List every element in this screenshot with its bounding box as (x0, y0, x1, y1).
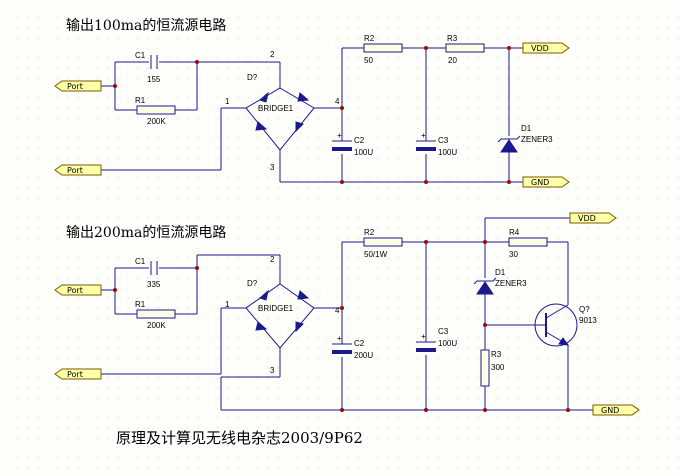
capacitor-c2: + C2 100U (332, 131, 373, 157)
bridge-pin-1: 1 (225, 97, 230, 106)
bridge-ref: D? (247, 73, 258, 82)
capacitor-c3: + C3 100U (416, 327, 457, 352)
bridge-value: BRIDGE1 (258, 104, 294, 113)
resistor-r1: R1 200K (135, 300, 176, 330)
resistor-r4: R4 30 (508, 228, 548, 259)
q-value: 9013 (579, 316, 597, 325)
port-input-bottom: Port (54, 368, 102, 380)
port-gnd: GND (592, 404, 640, 416)
r1-ref: R1 (135, 300, 146, 309)
r2-value: 50/1W (364, 250, 388, 259)
c2-value: 200U (354, 351, 373, 360)
capacitor-c2: + C2 200U (332, 334, 373, 360)
r1-ref: R1 (135, 96, 146, 105)
r3-ref: R3 (491, 350, 502, 359)
port-label: Port (67, 166, 83, 175)
c3-ref: C3 (438, 327, 449, 336)
r2-ref: R2 (364, 228, 375, 237)
d1-ref: D1 (521, 124, 532, 133)
r1-value: 200K (147, 321, 166, 330)
c1-ref: C1 (135, 257, 146, 266)
r3-ref: R3 (447, 34, 458, 43)
c2-ref: C2 (354, 339, 365, 348)
capacitor-c1: C1 335 (135, 257, 161, 289)
bridge-rectifier: D? BRIDGE1 1 2 3 4 (225, 255, 340, 375)
d1-ref: D1 (495, 268, 506, 277)
port-input-bottom: Port (54, 164, 102, 176)
c3-value: 100U (438, 339, 457, 348)
port-label: VDD (531, 44, 549, 53)
c3-plus: + (421, 131, 426, 140)
r4-value: 30 (509, 250, 518, 259)
bridge-pin-4: 4 (335, 97, 340, 106)
q-ref: Q? (579, 305, 590, 314)
circuit-2-title: 输出200ma的恒流源电路 (66, 225, 226, 241)
port-gnd: GND (522, 176, 570, 188)
capacitor-c1: C1 155 (135, 51, 161, 84)
resistor-r3: R3 20 (445, 34, 485, 65)
footnote: 原理及计算见无线电杂志2003/9P62 (116, 429, 363, 447)
c1-ref: C1 (135, 51, 146, 60)
port-label: GND (531, 178, 549, 187)
port-label: Port (67, 286, 83, 295)
bridge-pin-1: 1 (225, 300, 230, 309)
c3-value: 100U (438, 148, 457, 157)
capacitor-c3: + C3 100U (416, 131, 457, 157)
bridge-rectifier: D? BRIDGE1 1 2 3 4 (225, 50, 340, 172)
d1-value: ZENER3 (521, 135, 553, 144)
c1-value: 335 (147, 280, 161, 289)
port-label: VDD (578, 214, 596, 223)
port-vdd: VDD (569, 212, 617, 224)
r2-value: 50 (364, 56, 373, 65)
port-input-top: Port (54, 284, 102, 296)
r1-value: 200K (147, 117, 166, 126)
c2-plus: + (337, 334, 342, 343)
circuit-1-wires (101, 47, 523, 183)
resistor-r1: R1 200K (135, 96, 176, 126)
zener-d1: D1 ZENER3 (473, 268, 527, 295)
bridge-value: BRIDGE1 (258, 304, 294, 313)
port-input-top: Port (54, 80, 102, 92)
circuit-2: 输出200ma的恒流源电路 (54, 212, 640, 416)
d1-value: ZENER3 (495, 279, 527, 288)
c3-ref: C3 (438, 136, 449, 145)
resistor-r3: R3 300 (480, 349, 505, 387)
circuit-2-wires (101, 217, 593, 411)
zener-d1: D1 ZENER3 (497, 124, 553, 153)
c2-ref: C2 (354, 136, 365, 145)
bridge-pin-3: 3 (270, 366, 275, 375)
port-label: GND (601, 406, 619, 415)
bridge-pin-3: 3 (270, 163, 275, 172)
port-label: Port (67, 82, 83, 91)
port-label: Port (67, 370, 83, 379)
r4-ref: R4 (509, 228, 520, 237)
bridge-pin-2: 2 (270, 50, 275, 59)
circuit-1-title: 输出100ma的恒流源电路 (66, 18, 226, 34)
bridge-pin-4: 4 (335, 306, 340, 315)
transistor-q: Q? 9013 (534, 303, 597, 347)
c2-plus: + (337, 131, 342, 140)
bridge-ref: D? (247, 279, 258, 288)
c3-plus: + (421, 332, 426, 341)
resistor-r2: R2 50 (363, 34, 403, 65)
circuit-1-nodes (113, 46, 511, 184)
bridge-pin-2: 2 (270, 255, 275, 264)
c2-value: 100U (354, 148, 373, 157)
r3-value: 20 (448, 56, 457, 65)
circuit-2-nodes (113, 240, 570, 412)
r3-value: 300 (491, 363, 505, 372)
r2-ref: R2 (364, 34, 375, 43)
port-vdd: VDD (522, 42, 570, 54)
resistor-r2: R2 50/1W (363, 228, 403, 259)
c1-value: 155 (147, 75, 161, 84)
circuit-1: 输出100ma的恒流源电路 (54, 18, 570, 188)
